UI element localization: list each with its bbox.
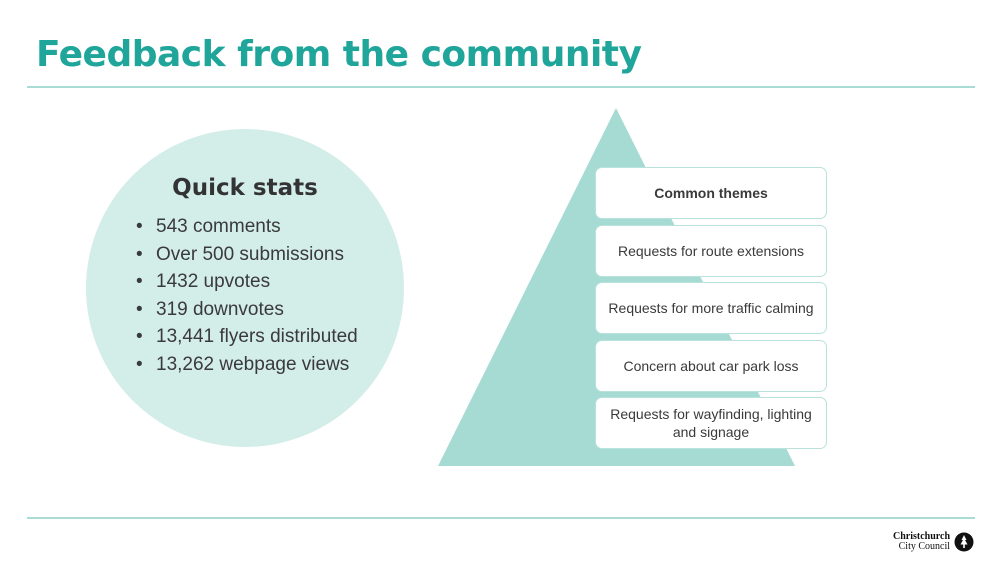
stat-item-flyers: 13,441 flyers distributed: [136, 325, 366, 348]
theme-box-route-extensions: Requests for route extensions: [595, 225, 827, 277]
themes-header-box: Common themes: [595, 167, 827, 219]
logo-line-1: Christchurch: [893, 531, 951, 542]
council-logo: Christchurch City Council: [893, 532, 974, 552]
theme-box-traffic-calming: Requests for more traffic calming: [595, 282, 827, 334]
stat-item-comments: 543 comments: [136, 215, 366, 238]
theme-traffic-calming: Requests for more traffic calming: [608, 300, 814, 316]
theme-route-extensions: Requests for route extensions: [618, 243, 804, 259]
theme-box-wayfinding: Requests for wayfinding, lighting and si…: [595, 397, 827, 449]
bottom-divider: [27, 517, 975, 519]
theme-wayfinding: Requests for wayfinding, lighting and si…: [610, 406, 812, 440]
stat-item-submissions: Over 500 submissions: [136, 243, 366, 266]
quick-stats-list: 543 comments Over 500 submissions 1432 u…: [136, 215, 366, 380]
quick-stats-title: Quick stats: [172, 175, 318, 201]
logo-line-2: City Council: [898, 541, 951, 552]
quick-stats-circle: Quick stats 543 comments Over 500 submis…: [86, 129, 404, 447]
council-emblem-icon: [954, 532, 974, 552]
theme-box-car-park-loss: Concern about car park loss: [595, 340, 827, 392]
theme-car-park-loss: Concern about car park loss: [623, 358, 799, 374]
stat-item-downvotes: 319 downvotes: [136, 298, 366, 321]
logo-wordmark: Christchurch City Council: [893, 532, 950, 552]
page-title: Feedback from the community: [36, 34, 642, 75]
top-divider: [27, 86, 975, 88]
stat-item-upvotes: 1432 upvotes: [136, 270, 366, 293]
stat-item-webpage-views: 13,262 webpage views: [136, 353, 366, 376]
themes-header: Common themes: [654, 185, 768, 201]
